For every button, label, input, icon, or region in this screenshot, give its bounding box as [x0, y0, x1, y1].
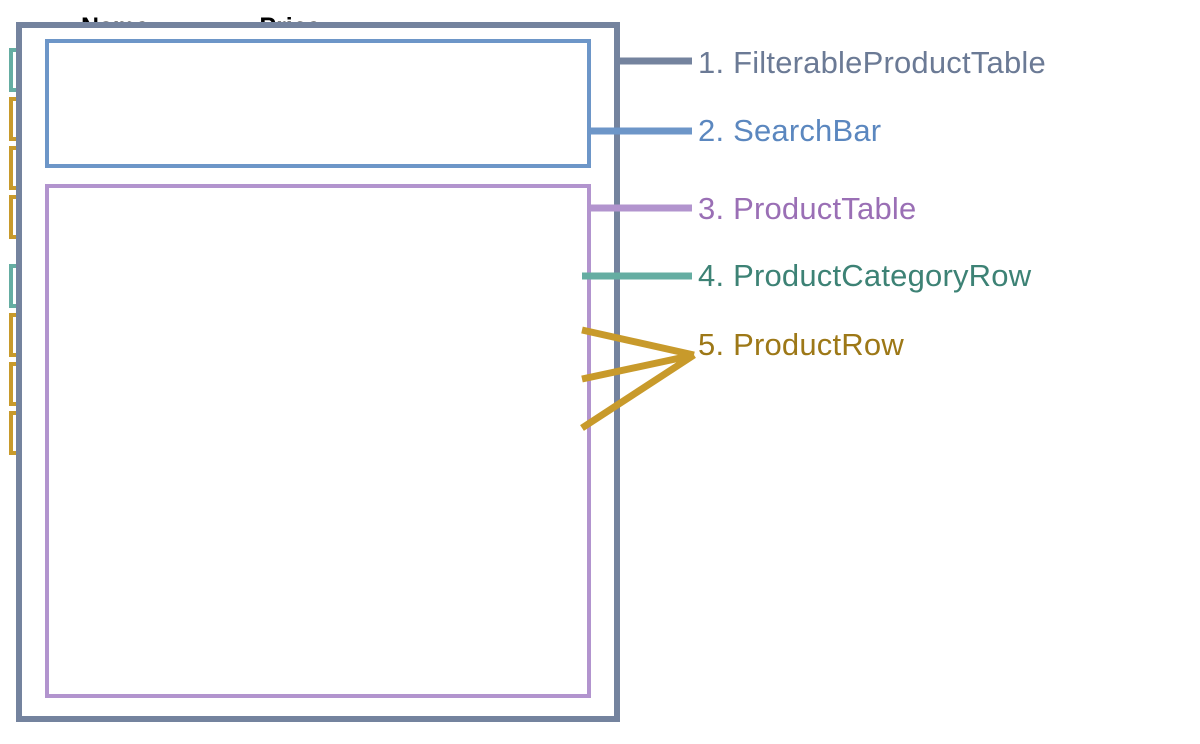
search-bar-frame [45, 39, 591, 168]
legend-item-product-row: 5. ProductRow [698, 327, 904, 362]
legend-item-product-category-row: 4. ProductCategoryRow [698, 258, 1032, 293]
legend-item-filterable-product-table: 1. FilterableProductTable [698, 45, 1046, 80]
legend-item-search-bar: 2. SearchBar [698, 113, 882, 148]
legend-item-product-table: 3. ProductTable [698, 191, 917, 226]
product-table-frame [45, 184, 591, 698]
